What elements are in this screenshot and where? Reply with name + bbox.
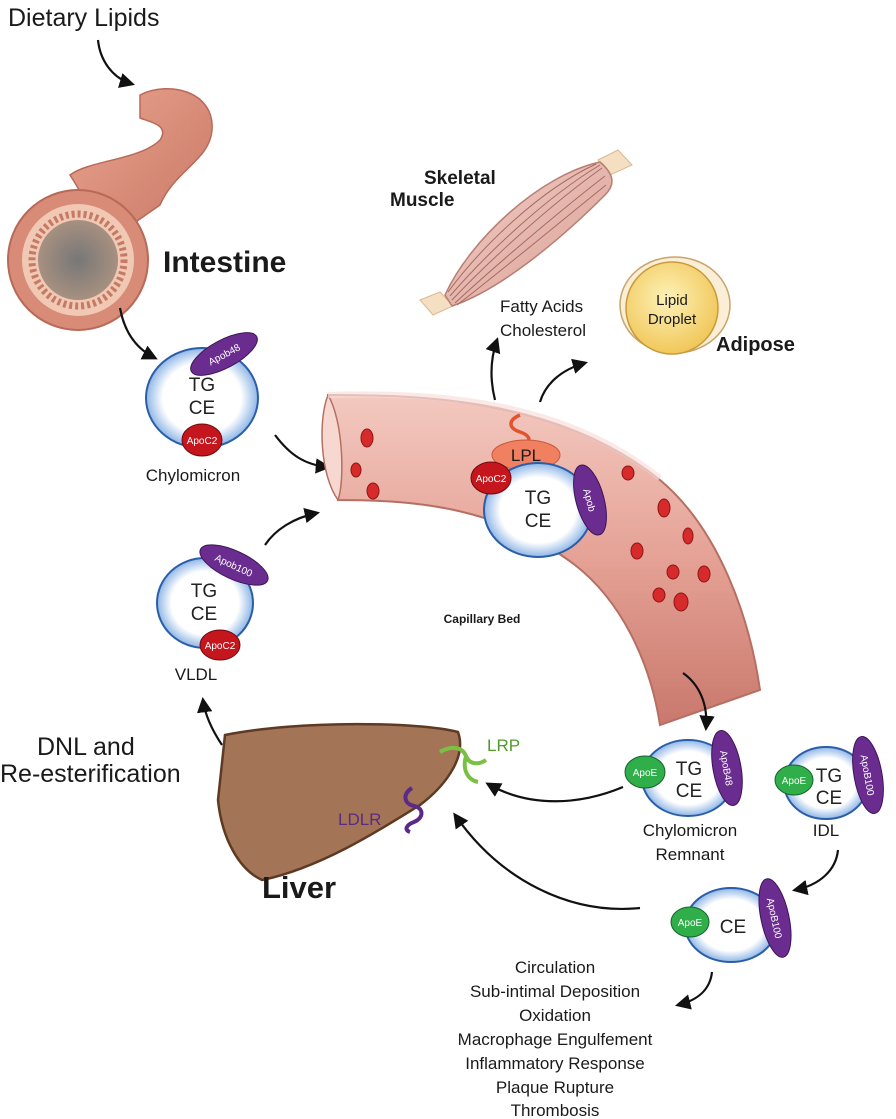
dietary-lipids-label: Dietary Lipids <box>8 4 159 32</box>
capillary-apoc2: ApoC2 <box>476 474 507 485</box>
remnant-ce: CE <box>676 781 702 802</box>
outcome-item: Macrophage Engulfement <box>458 1030 653 1049</box>
outcomes-list: Circulation Sub-intimal Deposition Oxida… <box>458 958 653 1119</box>
idl-label: IDL <box>813 821 839 840</box>
dietary-to-intestine-arrow <box>96 39 135 88</box>
outcome-item: Sub-intimal Deposition <box>470 982 640 1001</box>
ldlr-receptor <box>403 786 424 834</box>
vldl-label: VLDL <box>175 665 218 684</box>
dnl-label-2: Re-esterification <box>0 760 181 788</box>
lpl-label: LPL <box>511 446 541 465</box>
lrp-receptor <box>438 745 488 784</box>
chylomicron-particle: TG CE Apob48 ApoC2 <box>145 332 259 457</box>
vldl-to-capillary-arrow <box>264 507 321 546</box>
chylomicron-to-capillary-arrow <box>274 434 332 474</box>
idl-tg: TG <box>816 766 842 787</box>
outcome-item: Oxidation <box>519 1006 591 1025</box>
chylomicron-tg: TG <box>189 375 215 396</box>
ldl-particle: CE ApoE ApoB100 <box>670 878 792 963</box>
outcome-item: Thrombosis <box>511 1101 600 1119</box>
remnant-tg: TG <box>676 759 702 780</box>
lrp-label: LRP <box>487 736 520 755</box>
capillary-to-remnant-arrow <box>682 672 715 732</box>
lipid-droplet-label-1: Lipid <box>656 292 688 309</box>
chylomicron-apoc2: ApoC2 <box>187 436 218 447</box>
vldl-particle: TG CE Apob100 ApoC2 <box>156 544 269 661</box>
cholesterol-label: Cholesterol <box>500 321 586 340</box>
chylomicron-label: Chylomicron <box>146 466 240 485</box>
remnant-apoe: ApoE <box>633 768 658 779</box>
liver-label: Liver <box>262 870 336 905</box>
skeletal-muscle-illustration <box>419 149 633 316</box>
vldl-ce: CE <box>191 604 217 625</box>
capillary-vessel <box>321 391 762 727</box>
intestine-to-chylomicron-arrow <box>118 307 158 360</box>
vldl-apoc2: ApoC2 <box>205 641 236 652</box>
adipose-droplet <box>619 256 731 355</box>
intestine-illustration <box>7 87 213 331</box>
idl-ce: CE <box>816 788 842 809</box>
lipid-droplet-label-2: Droplet <box>648 311 697 328</box>
ldl-ce: CE <box>720 917 746 938</box>
chylomicron-ce: CE <box>189 398 215 419</box>
remnant-to-lrp-arrow <box>485 782 624 803</box>
ldl-apoe: ApoE <box>678 918 703 929</box>
adipose-label: Adipose <box>716 334 795 356</box>
skeletal-label-2: Muscle <box>390 190 454 211</box>
outcome-item: Inflammatory Response <box>465 1054 645 1073</box>
remnant-label-2: Remnant <box>656 845 725 864</box>
ldl-to-outcomes-arrow <box>675 971 714 1010</box>
fatty-acids-label: Fatty Acids <box>500 297 583 316</box>
capillary-tg: TG <box>525 488 551 509</box>
ldl-to-ldlr-arrow <box>453 812 641 910</box>
idl-apoe: ApoE <box>782 776 807 787</box>
ldlr-label: LDLR <box>338 810 381 829</box>
liver-illustration <box>216 722 462 882</box>
capillary-to-muscle-arrow <box>485 337 501 401</box>
remnant-label-1: Chylomicron <box>643 821 737 840</box>
idl-to-ldl-arrow <box>791 849 840 896</box>
dnl-label-1: DNL and <box>37 733 135 761</box>
skeletal-label-1: Skeletal <box>424 168 496 189</box>
capillary-to-adipose-arrow <box>538 358 588 403</box>
capillary-bed-label: Capillary Bed <box>444 612 521 626</box>
capillary-particle: TG CE ApoC2 Apob <box>470 461 607 558</box>
vldl-tg: TG <box>191 581 217 602</box>
capillary-ce: CE <box>525 511 551 532</box>
chylomicron-remnant-particle: TG CE ApoE ApoB48 <box>624 729 743 817</box>
liver-to-vldl-arrow <box>197 696 223 746</box>
outcome-item: Plaque Rupture <box>496 1078 614 1097</box>
outcome-item: Circulation <box>515 958 595 977</box>
idl-particle: TG CE ApoE ApoB100 <box>774 736 884 820</box>
intestine-label: Intestine <box>163 246 286 279</box>
